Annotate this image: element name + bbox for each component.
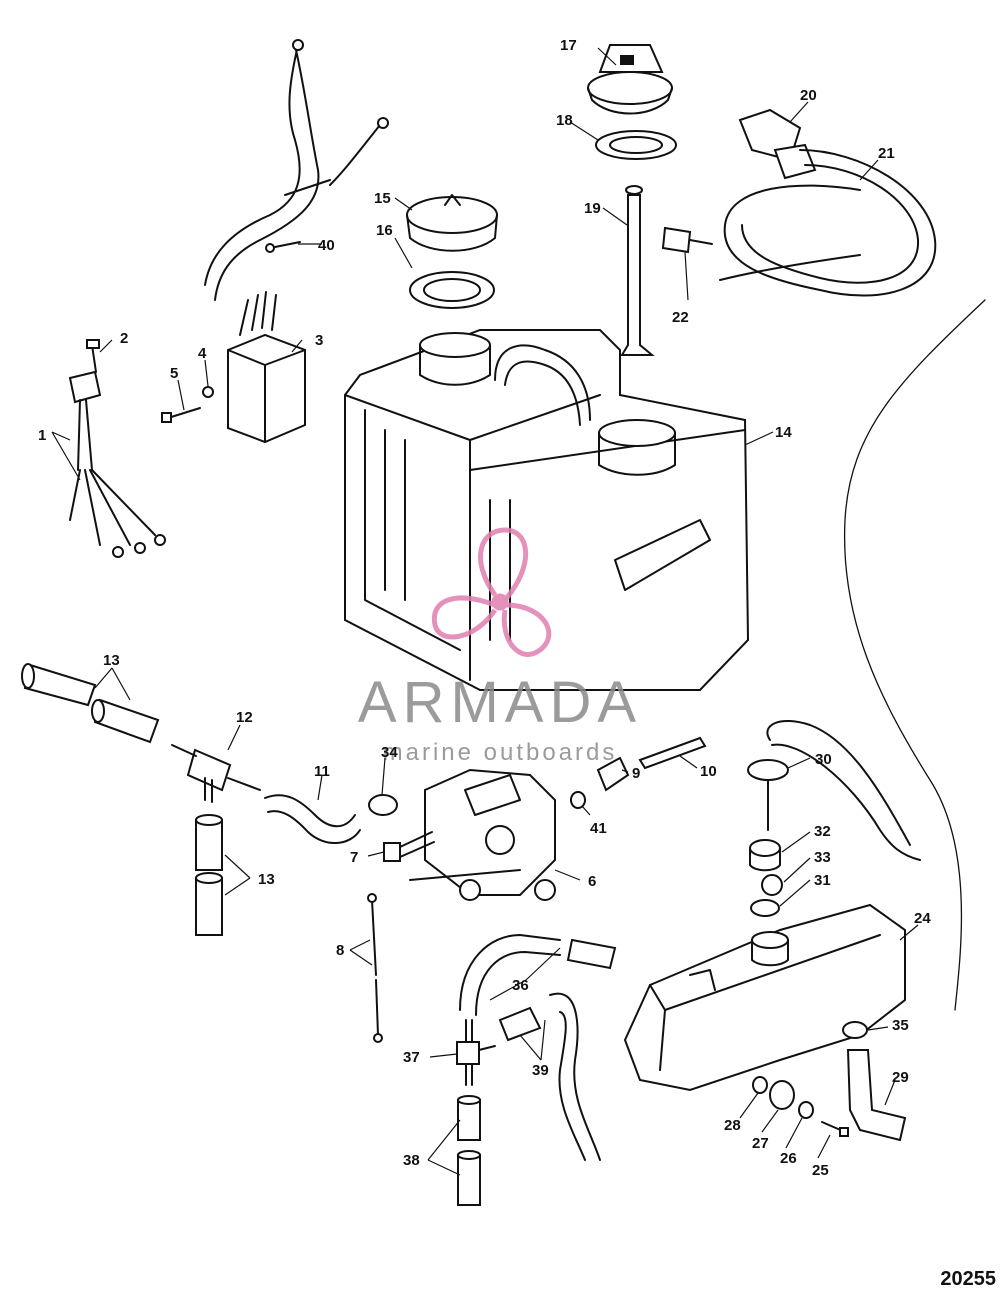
hose-21 (719, 149, 937, 297)
boundary-line (843, 299, 986, 1011)
fitting-22 (661, 226, 713, 254)
o-ring-31 (750, 899, 780, 917)
callout-37: 37 (403, 1049, 420, 1066)
callout-39: 39 (532, 1062, 549, 1079)
clamp-34 (368, 794, 398, 816)
callout-16: 16 (376, 222, 393, 239)
sender-30 (747, 720, 921, 861)
callout-29: 29 (892, 1069, 909, 1086)
plug-28 (752, 1076, 768, 1094)
screw-5 (161, 407, 201, 423)
callout-13b: 13 (258, 871, 275, 888)
hoses-38 (457, 1095, 481, 1206)
callout-8: 8 (336, 942, 344, 959)
callout-35: 35 (892, 1017, 909, 1034)
hose-39-sleeve (498, 1006, 542, 1042)
callout-18: 18 (556, 112, 573, 129)
hose-36-sleeve (566, 938, 617, 970)
callout-9: 9 (632, 765, 640, 782)
callout-26: 26 (780, 1150, 797, 1167)
cap-15 (406, 194, 498, 252)
callout-33: 33 (814, 849, 831, 866)
washer-4 (202, 386, 214, 398)
grommet-32 (749, 839, 781, 872)
clamp-35 (842, 1021, 868, 1039)
wiring-harness (204, 39, 389, 301)
callout-41: 41 (590, 820, 607, 837)
hose-13-lower (195, 814, 223, 936)
hose-36 (459, 934, 561, 1011)
hose-11 (264, 794, 356, 828)
watermark-tagline: marine outboards (383, 739, 618, 766)
retainer-33 (761, 874, 783, 896)
hose-13-top (21, 663, 160, 744)
connector-20 (738, 108, 817, 180)
callout-27: 27 (752, 1135, 769, 1152)
hose-39 (549, 992, 601, 1161)
callout-6: 6 (588, 873, 596, 890)
callout-5: 5 (170, 365, 178, 382)
screw-40 (265, 241, 301, 253)
callout-13a: 13 (103, 652, 120, 669)
callout-11: 11 (314, 763, 330, 780)
switch-box (227, 291, 306, 444)
callout-31: 31 (814, 872, 831, 889)
tee-fitting-12 (171, 744, 261, 803)
hose-39-b (558, 1011, 586, 1161)
cap-17 (587, 44, 673, 115)
tee-fitting-37 (456, 1019, 496, 1086)
reservoir-24 (623, 903, 906, 1092)
gasket-18 (595, 130, 677, 160)
link-rod-8 (367, 893, 383, 1043)
grommet-27 (769, 1080, 795, 1110)
callout-24: 24 (914, 910, 931, 927)
callout-32: 32 (814, 823, 831, 840)
hose-29 (846, 1049, 907, 1142)
callout-17: 17 (560, 37, 577, 54)
callout-labels: 1 2 3 4 5 6 7 8 9 10 11 12 13 13 14 15 1… (38, 37, 931, 1179)
callout-19: 19 (584, 200, 601, 217)
callout-25: 25 (812, 1162, 829, 1179)
callout-36: 36 (512, 977, 529, 994)
gasket-18-inner (609, 136, 663, 154)
callout-3: 3 (315, 332, 323, 349)
callout-30: 30 (815, 751, 832, 768)
gasket-16 (409, 271, 495, 309)
callout-40: 40 (318, 237, 335, 254)
callout-4: 4 (198, 345, 207, 362)
callout-2: 2 (120, 330, 128, 347)
callout-12: 12 (236, 709, 253, 726)
bolt-2 (86, 339, 100, 373)
callout-1: 1 (38, 427, 46, 444)
watermark-logo (431, 527, 552, 657)
leader-lines (51, 47, 919, 1176)
callout-28: 28 (724, 1117, 741, 1134)
callout-20: 20 (800, 87, 817, 104)
callout-10: 10 (700, 763, 717, 780)
callout-21: 21 (878, 145, 895, 162)
pickup-tube-19 (620, 185, 655, 356)
diagram-id-label: 20255 (940, 1268, 996, 1290)
oil-pump-6 (409, 768, 556, 901)
o-ring-41 (570, 791, 586, 809)
callout-15: 15 (374, 190, 391, 207)
watermark: ARMADA marine outboards (358, 527, 642, 766)
callout-38: 38 (403, 1152, 420, 1169)
hose-11-b (267, 810, 361, 845)
watermark-brand-name: ARMADA (358, 670, 642, 735)
callout-14: 14 (775, 424, 792, 441)
fitting-9 (596, 756, 630, 792)
screw-25 (821, 1121, 849, 1137)
callout-34: 34 (381, 744, 398, 761)
gasket-16-inner (423, 278, 481, 302)
shaft-10 (638, 736, 707, 770)
sensor-1 (68, 370, 166, 558)
callout-7: 7 (350, 849, 358, 866)
callout-22: 22 (672, 309, 689, 326)
washer-26 (798, 1101, 814, 1119)
hose-36-b (475, 951, 561, 1016)
